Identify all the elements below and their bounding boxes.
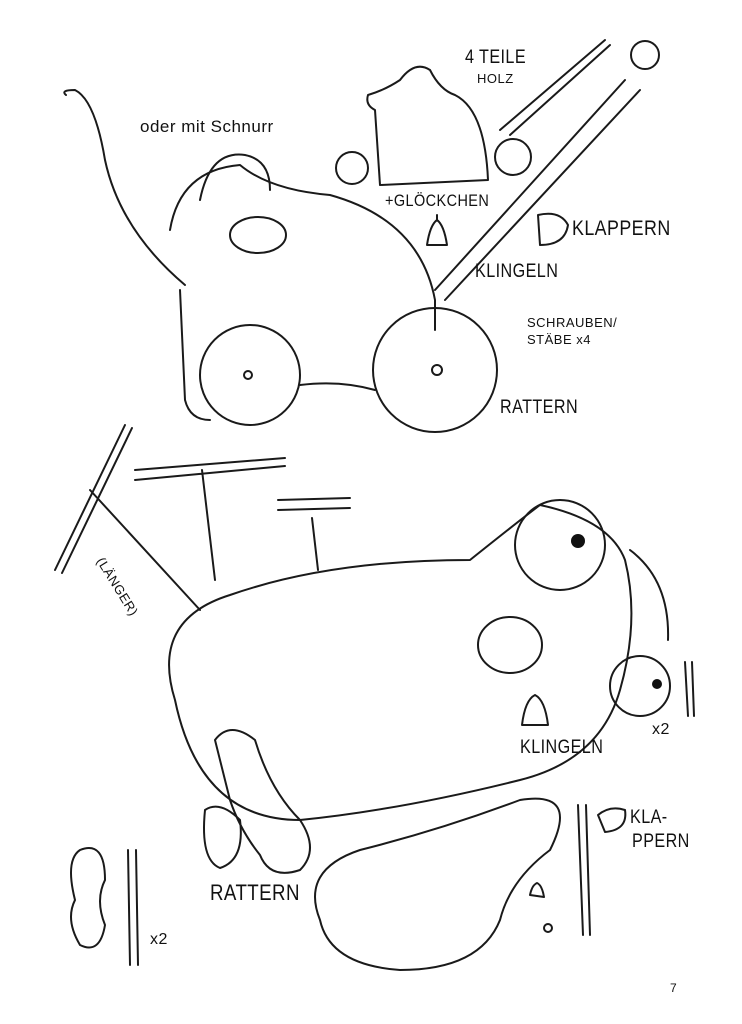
label-staebe: STÄBE x4 <box>527 332 591 347</box>
label-rattern-bottom: RATTERN <box>210 880 300 905</box>
t-stick <box>134 457 286 581</box>
label-klingeln-bottom: KLINGELN <box>520 737 604 758</box>
wheel-part <box>609 655 671 717</box>
bell-icon <box>426 214 448 246</box>
label-schrauben: SCHRAUBEN/ <box>527 315 618 330</box>
label-ppern: PPERN <box>632 831 690 852</box>
cheese-clapper-icon <box>537 212 569 246</box>
label-x2-wheel: x2 <box>652 721 670 738</box>
stick-knob <box>630 40 660 70</box>
leg-piece <box>70 847 106 949</box>
label-klingeln-top: KLINGELN <box>475 261 559 282</box>
page-number: 7 <box>670 981 678 995</box>
label-4-teile: 4 TEILE <box>465 47 527 68</box>
long-t-stick <box>54 424 201 611</box>
short-t-stick <box>277 497 351 571</box>
mouse-ear <box>199 153 271 201</box>
label-x2-leg: x2 <box>150 931 168 948</box>
cheese-cheek <box>229 216 287 254</box>
label-rattern-top: RATTERN <box>500 397 579 418</box>
label-kla: KLA- <box>630 807 668 828</box>
wheel-front-right <box>372 307 498 433</box>
mouse-eye <box>514 499 606 591</box>
label-oder-mit-schnur: oder mit Schnurr <box>140 117 274 136</box>
mouse-body-top <box>169 164 436 331</box>
mouse-body-bottom <box>168 504 633 821</box>
pull-stick <box>434 79 641 301</box>
pull-string <box>63 89 186 286</box>
wooden-body-part <box>366 65 489 186</box>
wheel-front-left <box>199 324 301 426</box>
leg-part <box>214 729 311 874</box>
label-klappern-top: KLAPPERN <box>572 217 671 240</box>
bell-bottom-icon <box>521 694 549 726</box>
label-gloeckchen: +GLÖCKCHEN <box>385 191 490 210</box>
cheese-cheek-bottom <box>477 616 543 674</box>
cheese-plate <box>314 797 561 971</box>
label-holz: HOLZ <box>477 71 514 86</box>
